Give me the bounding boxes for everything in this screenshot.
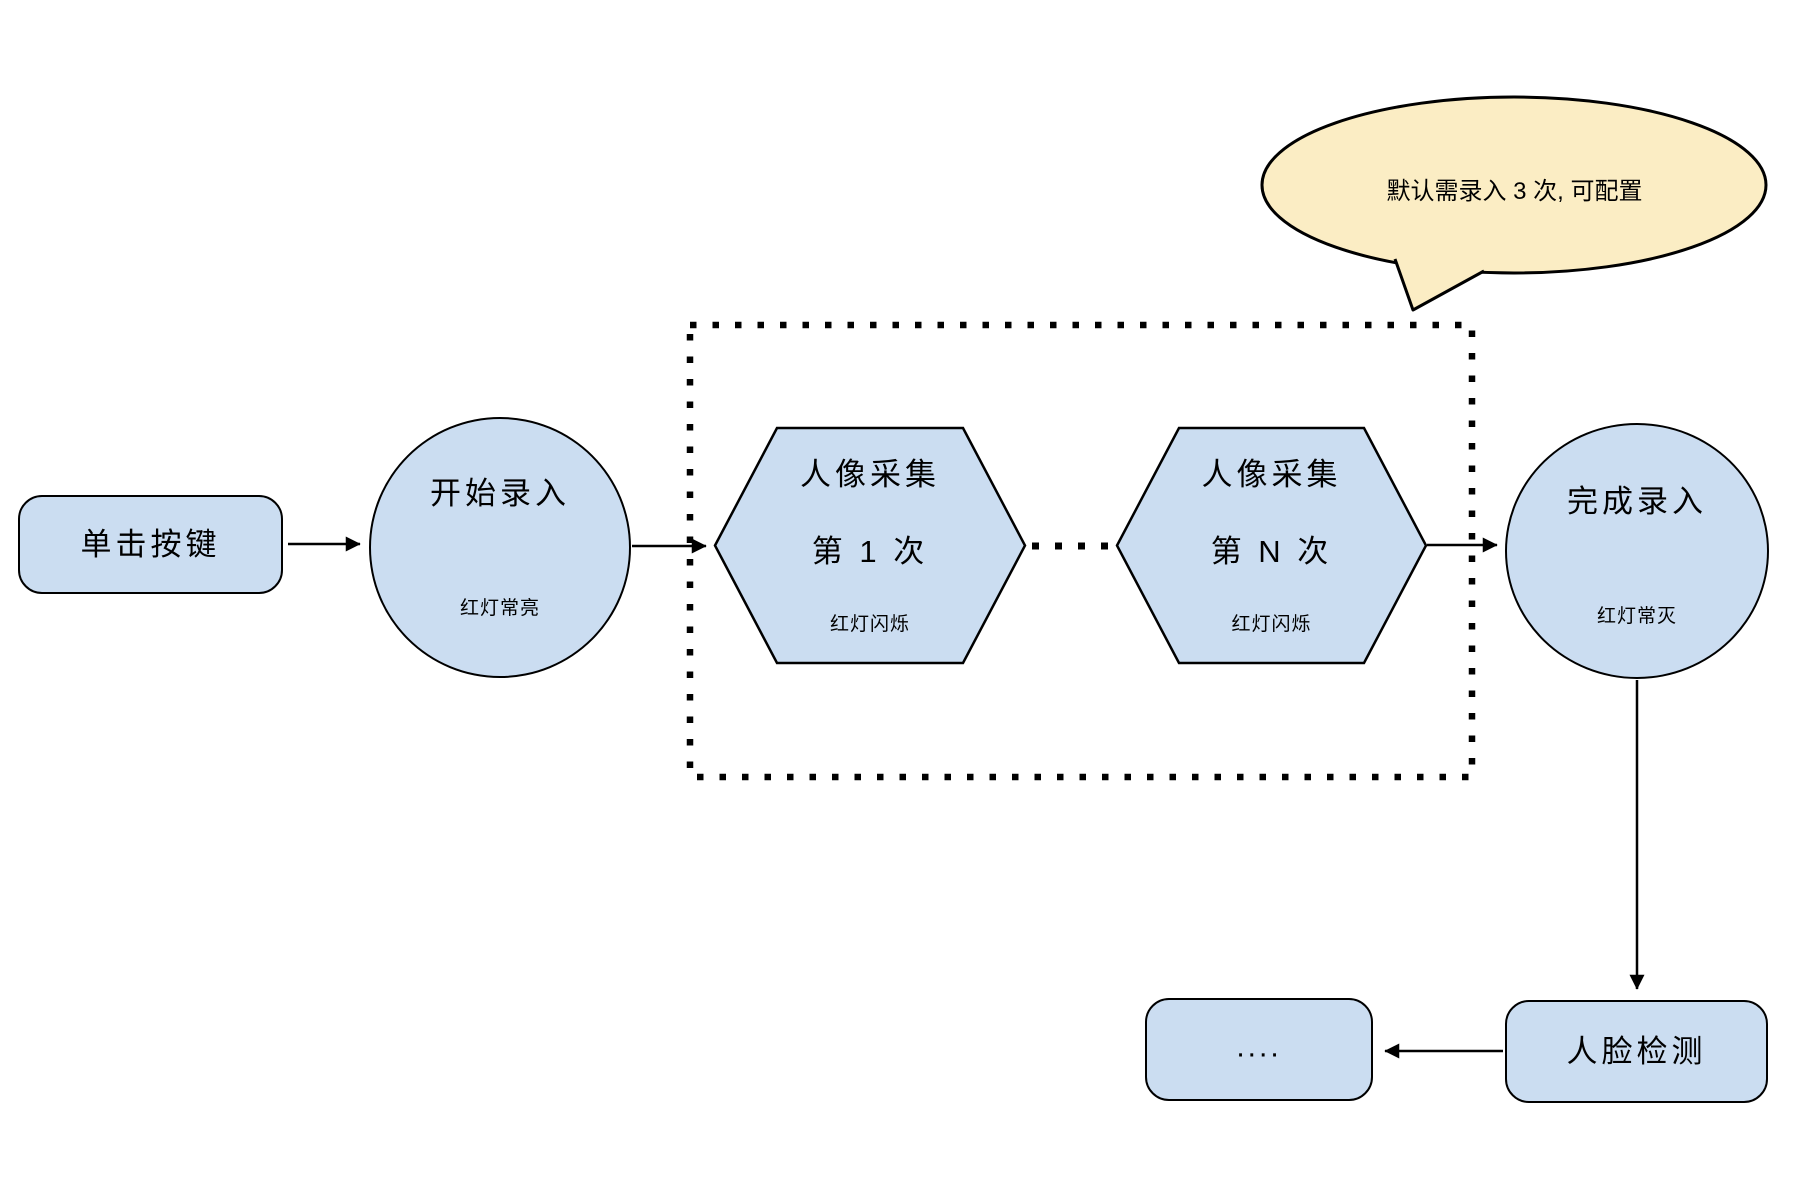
node-click-button: 单击按键 xyxy=(18,495,283,594)
callout-bubble-shape xyxy=(1260,95,1768,312)
node-capture-first-sublabel: 红灯闪烁 xyxy=(829,614,910,635)
node-capture-nth: 人像采集 第 N 次 红灯闪烁 xyxy=(1117,428,1426,663)
node-continuation-label: .... xyxy=(1236,1029,1282,1063)
node-capture-nth-count: 第 N 次 xyxy=(1210,534,1333,569)
node-capture-first-label: 人像采集 xyxy=(800,457,940,492)
node-finish-enroll-label: 完成录入 xyxy=(1567,484,1707,519)
capture-loop-dotted-box xyxy=(686,321,1476,781)
node-start-enroll: 开始录入 红灯常亮 xyxy=(369,417,631,678)
node-start-enroll-label: 开始录入 xyxy=(430,476,570,511)
node-face-detection-label: 人脸检测 xyxy=(1566,1033,1707,1069)
node-face-detection: 人脸检测 xyxy=(1505,1000,1768,1103)
node-finish-enroll: 完成录入 红灯常灭 xyxy=(1505,423,1769,679)
node-capture-first: 人像采集 第 1 次 红灯闪烁 xyxy=(715,428,1025,663)
node-continuation: .... xyxy=(1145,998,1373,1101)
capture-nth-hexagon xyxy=(1115,426,1428,665)
capture-first-hexagon xyxy=(713,426,1027,665)
node-capture-nth-sublabel: 红灯闪烁 xyxy=(1231,614,1312,635)
node-start-enroll-sublabel: 红灯常亮 xyxy=(459,598,540,619)
node-finish-enroll-sublabel: 红灯常灭 xyxy=(1596,606,1677,627)
node-capture-nth-label: 人像采集 xyxy=(1201,457,1342,492)
callout-bubble-tail xyxy=(1393,258,1485,312)
callout-text: 默认需录入 3 次, 可配置 xyxy=(1386,178,1643,205)
node-capture-first-count: 第 1 次 xyxy=(811,534,929,569)
node-click-button-label: 单击按键 xyxy=(80,526,221,562)
callout-bubble-ellipse xyxy=(1260,95,1768,275)
